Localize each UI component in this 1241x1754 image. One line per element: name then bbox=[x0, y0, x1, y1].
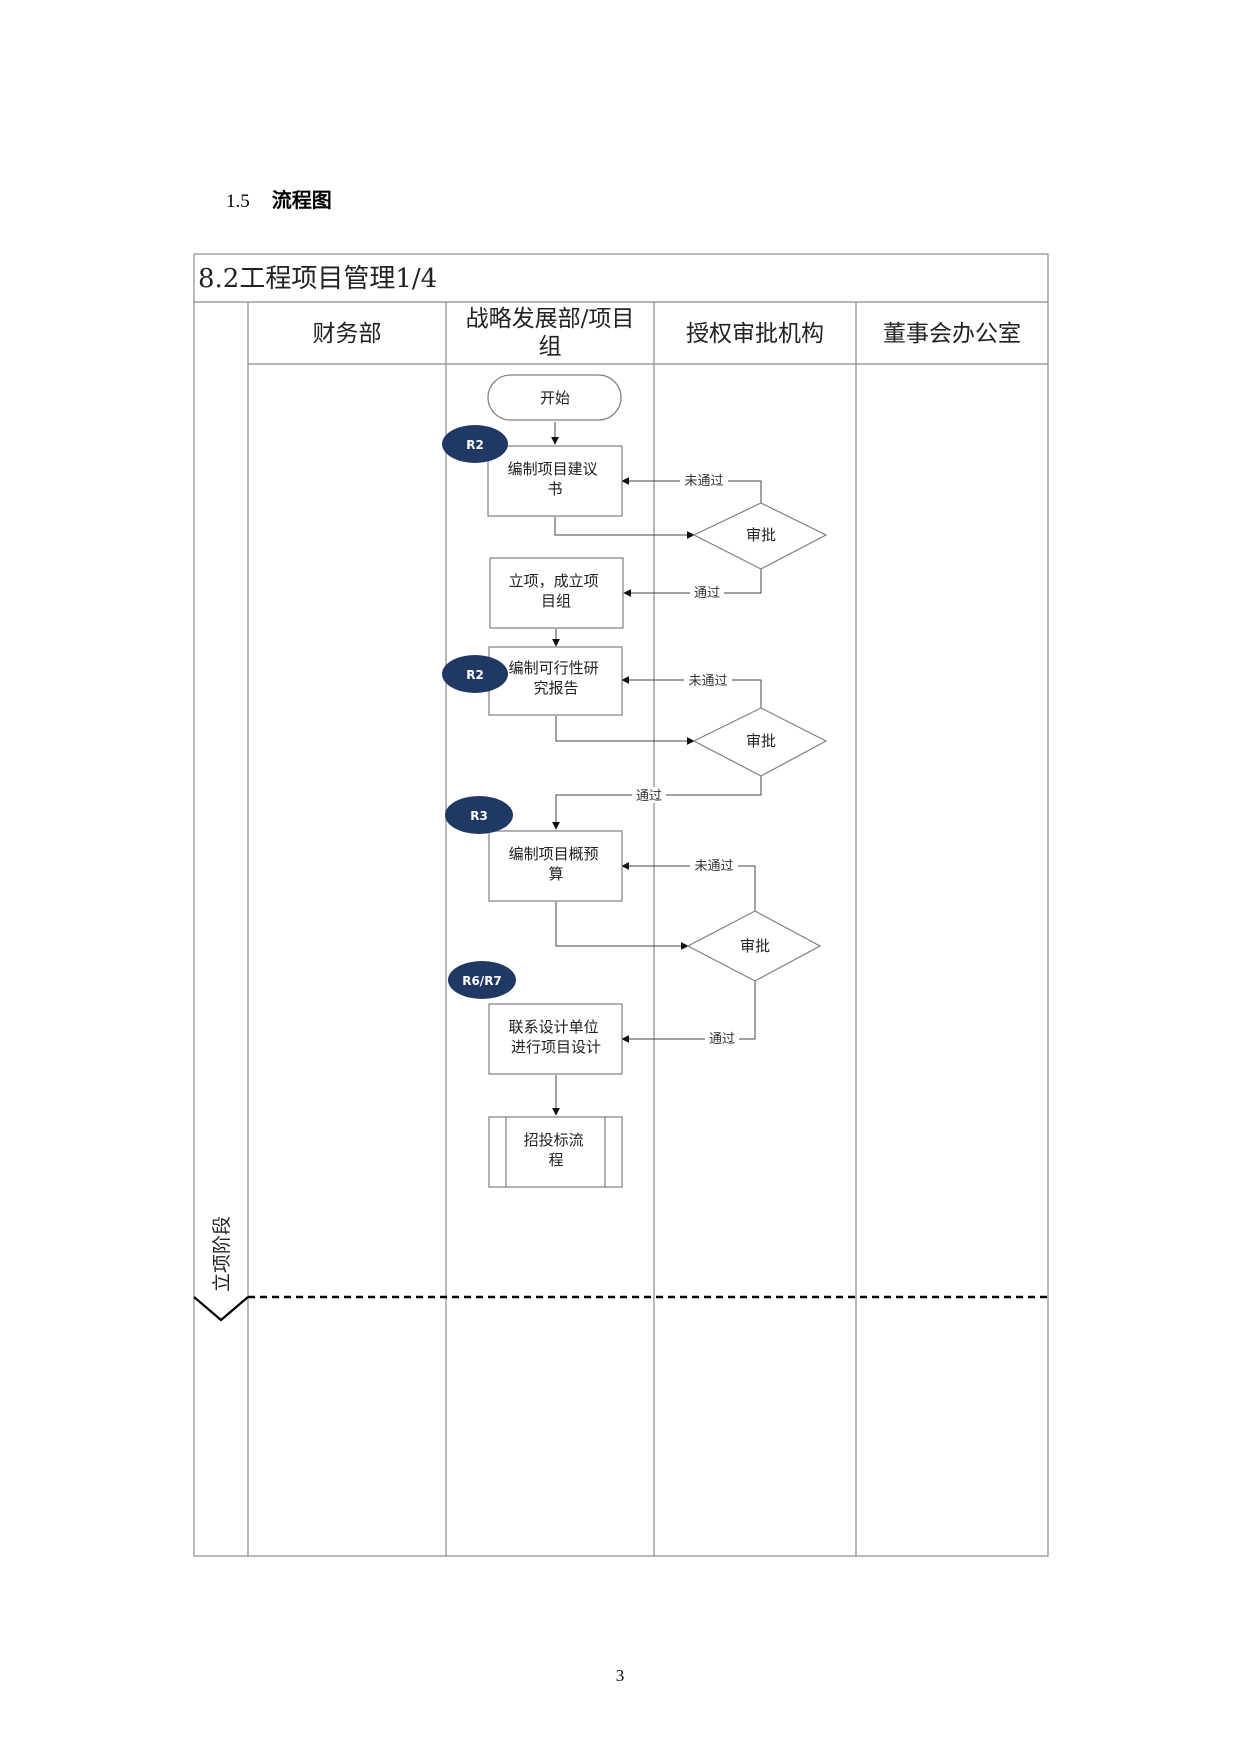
edge-proposal-approve1 bbox=[554, 517, 695, 539]
risk-tag-r6r7-design bbox=[448, 961, 516, 999]
page-number: 3 bbox=[615, 1666, 625, 1685]
section-number: 1.5 bbox=[226, 191, 250, 212]
bidding-subprocess-box bbox=[488, 1116, 623, 1188]
edge-label-bg bbox=[705, 1030, 739, 1046]
feasibility-label-line2: 究报告 bbox=[533, 679, 578, 697]
edge-reject2 bbox=[621, 676, 762, 708]
design-box bbox=[488, 1003, 623, 1075]
bidding-label-line1: 招投标流 bbox=[524, 1131, 584, 1149]
edge-reject3 bbox=[621, 862, 756, 911]
lane-header-finance: 财务部 bbox=[313, 321, 382, 347]
approval-diamond-3-label: 审批 bbox=[740, 937, 770, 955]
edge-label-bg bbox=[690, 857, 738, 873]
feasibility-label: 编制可行性研 究报告 bbox=[509, 659, 604, 697]
risk-tag-r2-proposal-label: R2 bbox=[466, 438, 484, 452]
risk-tag-r2-feasibility bbox=[442, 655, 508, 693]
setup-label-line1: 立项，成立项 bbox=[509, 572, 599, 590]
risk-tag-r3-budget-label: R3 bbox=[470, 809, 488, 823]
proposal-label-line1: 编制项目建议 bbox=[508, 460, 598, 478]
phase-boundary-marker bbox=[193, 1296, 249, 1322]
chart-frame bbox=[193, 253, 1049, 1557]
lane-header-strategy-cont: 组 bbox=[539, 334, 562, 360]
start-node bbox=[487, 374, 622, 421]
bidding-label-line2: 程 bbox=[548, 1151, 563, 1169]
design-label-line1: 联系设计单位 bbox=[509, 1018, 599, 1036]
budget-label-line1: 编制项目概预 bbox=[509, 845, 599, 863]
edge-label-bg bbox=[684, 672, 732, 688]
edge-label-reject3: 未通过 bbox=[694, 859, 733, 874]
approval-diamond-2 bbox=[692, 707, 828, 777]
edge-label-reject2: 未通过 bbox=[688, 674, 727, 689]
edge-feasibility-approve2 bbox=[555, 716, 695, 745]
phase-label: 立项阶段 bbox=[211, 1216, 233, 1292]
feasibility-box bbox=[488, 646, 623, 716]
design-label: 联系设计单位 进行项目设计 bbox=[509, 1018, 604, 1056]
approval-diamond-2-label: 审批 bbox=[746, 732, 776, 750]
risk-tag-r3-budget bbox=[445, 796, 513, 834]
edge-pass3 bbox=[621, 981, 756, 1043]
approval-diamond-1-label: 审批 bbox=[746, 526, 776, 544]
setup-label-line2: 目组 bbox=[541, 592, 571, 610]
start-node-label: 开始 bbox=[540, 389, 570, 407]
lane-header-board: 董事会办公室 bbox=[883, 321, 1021, 347]
risk-tag-r6r7-design-label: R6/R7 bbox=[462, 974, 502, 988]
budget-label-line2: 算 bbox=[548, 865, 563, 883]
edge-label-pass1: 通过 bbox=[694, 586, 720, 601]
edge-budget-approve3 bbox=[555, 902, 689, 950]
approval-diamond-1 bbox=[692, 502, 828, 570]
section-title: 流程图 bbox=[271, 188, 332, 212]
edge-label-pass3: 通过 bbox=[709, 1032, 735, 1047]
edge-label-pass2: 通过 bbox=[636, 789, 662, 804]
approval-diamond-3 bbox=[686, 910, 822, 982]
setup-box bbox=[489, 557, 624, 629]
section-heading: 1.5 流程图 bbox=[226, 184, 332, 213]
lane-header-strategy-line1: 战略发展部/项目 bbox=[466, 306, 635, 332]
bidding-label: 招投标流 程 bbox=[524, 1131, 589, 1169]
budget-label: 编制项目概预 算 bbox=[509, 845, 604, 883]
risk-tag-r2-proposal bbox=[442, 425, 508, 463]
edge-label-bg bbox=[680, 472, 728, 488]
setup-label: 立项，成立项 目组 bbox=[509, 572, 604, 610]
edge-pass1 bbox=[623, 569, 762, 597]
budget-box bbox=[488, 830, 623, 902]
risk-tag-r2-feasibility-label: R2 bbox=[466, 668, 484, 682]
lane-header-approval: 授权审批机构 bbox=[686, 321, 824, 347]
design-label-line2: 进行项目设计 bbox=[511, 1038, 601, 1056]
proposal-label: 编制项目建议 书 bbox=[508, 460, 603, 498]
lane-header-strategy-line2: 组 bbox=[539, 334, 562, 360]
proposal-label-line2: 书 bbox=[547, 480, 562, 498]
edge-label-reject1: 未通过 bbox=[684, 474, 723, 489]
lane-header-strategy: 战略发展部/项目 bbox=[466, 306, 635, 332]
proposal-box bbox=[487, 445, 623, 517]
edge-label-bg bbox=[632, 787, 666, 803]
feasibility-label-line1: 编制可行性研 bbox=[509, 659, 599, 677]
edge-label-bg bbox=[690, 584, 724, 600]
chart-title: 8.2工程项目管理1/4 bbox=[198, 264, 437, 294]
edge-reject1 bbox=[621, 477, 762, 503]
